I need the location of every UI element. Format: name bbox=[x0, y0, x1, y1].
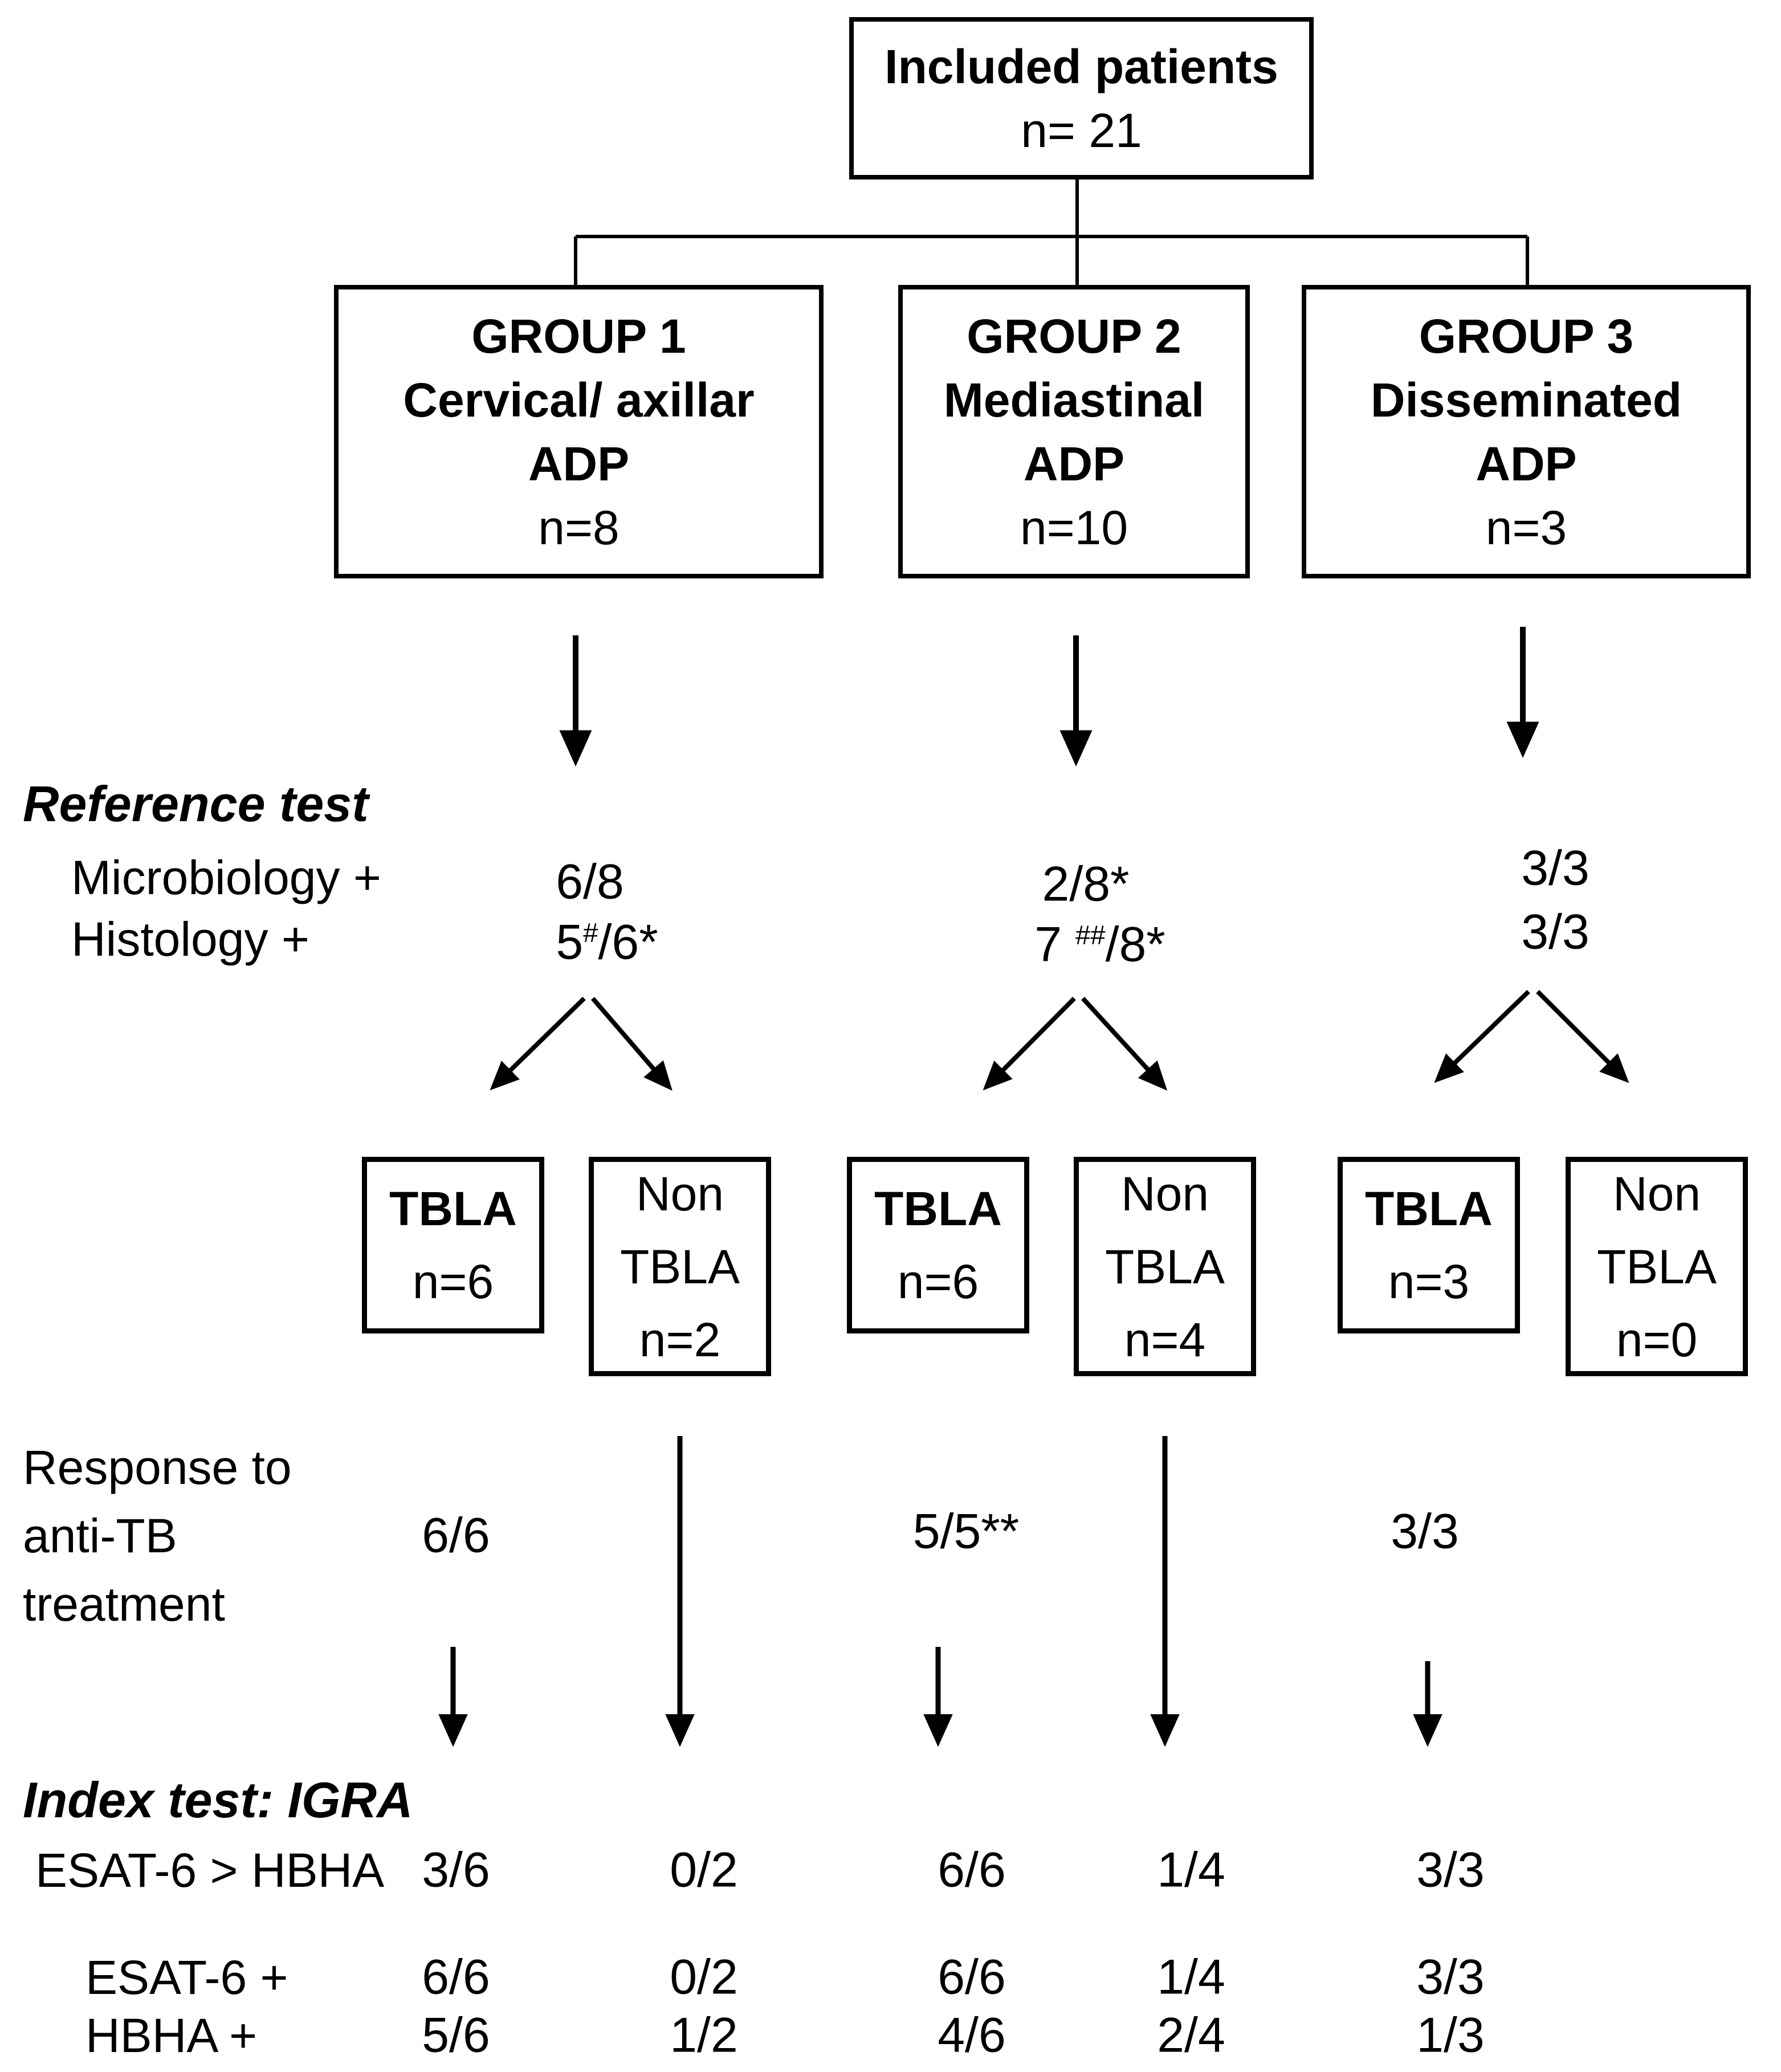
group-2-region: Mediastinal bbox=[943, 373, 1205, 427]
index-test-heading: Index test: IGRA bbox=[23, 1772, 413, 1828]
microbiology-label: Microbiology + bbox=[71, 851, 381, 904]
included-patients-box: Included patients n= 21 bbox=[849, 17, 1314, 180]
group-1-title: GROUP 1 bbox=[471, 309, 686, 363]
response-value-group1: 6/6 bbox=[422, 1508, 490, 1563]
non-tbla-n-group2: n=4 bbox=[1124, 1312, 1206, 1367]
group3-split-left-arrow bbox=[1434, 990, 1530, 1083]
group1-split-right-arrow bbox=[590, 997, 673, 1091]
non-tbla-word2-group2: TBLA bbox=[1105, 1239, 1225, 1294]
tbla-box-group1: TBLA n=6 bbox=[362, 1157, 544, 1333]
non-tbla-box-group2: Non TBLA n=4 bbox=[1074, 1157, 1256, 1376]
histology-label: Histology + bbox=[71, 912, 309, 966]
igra-row-label-esat6-pos: ESAT-6 + bbox=[85, 1951, 288, 2004]
response-value-group2: 5/5** bbox=[912, 1504, 1020, 1559]
ref-value-group1-microbiology: 6/8 bbox=[556, 854, 624, 909]
response-heading-line3: treatment bbox=[23, 1577, 225, 1631]
igra-value-r2c5: 3/3 bbox=[1416, 1949, 1485, 2005]
ref-value-group2-microbiology: 2/8* bbox=[1042, 856, 1130, 912]
group2-split-left-arrow bbox=[983, 997, 1076, 1091]
non-tbla-word2-group1: TBLA bbox=[620, 1239, 740, 1294]
igra-row-label-esat6-gt-hbha: ESAT-6 > HBHA bbox=[35, 1843, 385, 1897]
group-1-box: GROUP 1 Cervical/ axillar ADP n=8 bbox=[334, 285, 824, 578]
ref-value-group2-histology: 7 ##/8* bbox=[1034, 917, 1165, 972]
group-3-type: ADP bbox=[1476, 437, 1577, 491]
group3-split-right-arrow bbox=[1536, 990, 1629, 1083]
igra-value-r2c4: 1/4 bbox=[1157, 1949, 1225, 2005]
reference-test-heading: Reference test bbox=[23, 776, 369, 832]
igra-value-r3c4: 2/4 bbox=[1157, 2008, 1225, 2063]
non-tbla-word1-group1: Non bbox=[635, 1166, 724, 1221]
non-tbla-box-group1: Non TBLA n=2 bbox=[589, 1157, 771, 1376]
group-3-region: Disseminated bbox=[1370, 373, 1682, 427]
igra-value-r1c4: 1/4 bbox=[1157, 1842, 1225, 1898]
tbla-box-group2: TBLA n=6 bbox=[847, 1157, 1029, 1333]
included-patients-title: Included patients bbox=[885, 39, 1278, 93]
response-heading-line1: Response to bbox=[23, 1441, 292, 1494]
group-3-n: n=3 bbox=[1485, 500, 1567, 554]
tbla-n-group2: n=6 bbox=[897, 1255, 979, 1308]
group-2-box: GROUP 2 Mediastinal ADP n=10 bbox=[898, 285, 1250, 578]
igra-value-r1c5: 3/3 bbox=[1416, 1842, 1485, 1898]
igra-value-r2c1: 6/6 bbox=[422, 1949, 490, 2005]
non-tbla-word1-group3: Non bbox=[1612, 1166, 1701, 1221]
group-1-n: n=8 bbox=[538, 500, 620, 554]
group-2-title: GROUP 2 bbox=[967, 309, 1181, 363]
non-tbla-n-group3: n=0 bbox=[1616, 1312, 1698, 1367]
igra-value-r3c3: 4/6 bbox=[938, 2008, 1006, 2063]
non-tbla-word2-group3: TBLA bbox=[1596, 1239, 1717, 1294]
tbla-n-group3: n=3 bbox=[1388, 1255, 1470, 1308]
igra-value-r3c2: 1/2 bbox=[670, 2008, 738, 2063]
tbla-title-group1: TBLA bbox=[389, 1182, 517, 1235]
group2-split-right-arrow bbox=[1081, 997, 1168, 1091]
group-3-box: GROUP 3 Disseminated ADP n=3 bbox=[1302, 285, 1751, 578]
non-tbla-word1-group2: Non bbox=[1120, 1166, 1209, 1221]
ref-value-group3-histology: 3/3 bbox=[1521, 904, 1590, 960]
group-1-type: ADP bbox=[528, 437, 630, 491]
igra-value-r1c1: 3/6 bbox=[422, 1842, 490, 1898]
group-1-region: Cervical/ axillar bbox=[403, 373, 755, 427]
included-patients-n: n= 21 bbox=[1021, 103, 1142, 157]
igra-value-r1c3: 6/6 bbox=[938, 1842, 1006, 1898]
igra-value-r3c1: 5/6 bbox=[422, 2008, 490, 2063]
response-heading-line2: anti-TB bbox=[23, 1509, 177, 1563]
group1-split-left-arrow bbox=[490, 997, 586, 1091]
response-value-group3: 3/3 bbox=[1391, 1504, 1459, 1559]
igra-value-r3c5: 1/3 bbox=[1416, 2008, 1485, 2063]
group-2-n: n=10 bbox=[1020, 500, 1128, 554]
igra-value-r1c2: 0/2 bbox=[670, 1842, 738, 1898]
igra-row-label-hbha-pos: HBHA + bbox=[85, 2009, 258, 2062]
group-3-title: GROUP 3 bbox=[1419, 309, 1634, 363]
ref-value-group3-microbiology: 3/3 bbox=[1521, 841, 1590, 896]
igra-value-r2c2: 0/2 bbox=[670, 1949, 738, 2005]
tbla-title-group2: TBLA bbox=[874, 1182, 1002, 1235]
non-tbla-n-group1: n=2 bbox=[639, 1312, 721, 1367]
tbla-n-group1: n=6 bbox=[412, 1255, 494, 1308]
tbla-box-group3: TBLA n=3 bbox=[1338, 1157, 1520, 1333]
group-2-type: ADP bbox=[1023, 437, 1125, 491]
tbla-title-group3: TBLA bbox=[1365, 1182, 1493, 1235]
non-tbla-box-group3: Non TBLA n=0 bbox=[1566, 1157, 1748, 1376]
ref-value-group1-histology: 5#/6* bbox=[556, 915, 658, 970]
igra-value-r2c3: 6/6 bbox=[938, 1949, 1006, 2005]
